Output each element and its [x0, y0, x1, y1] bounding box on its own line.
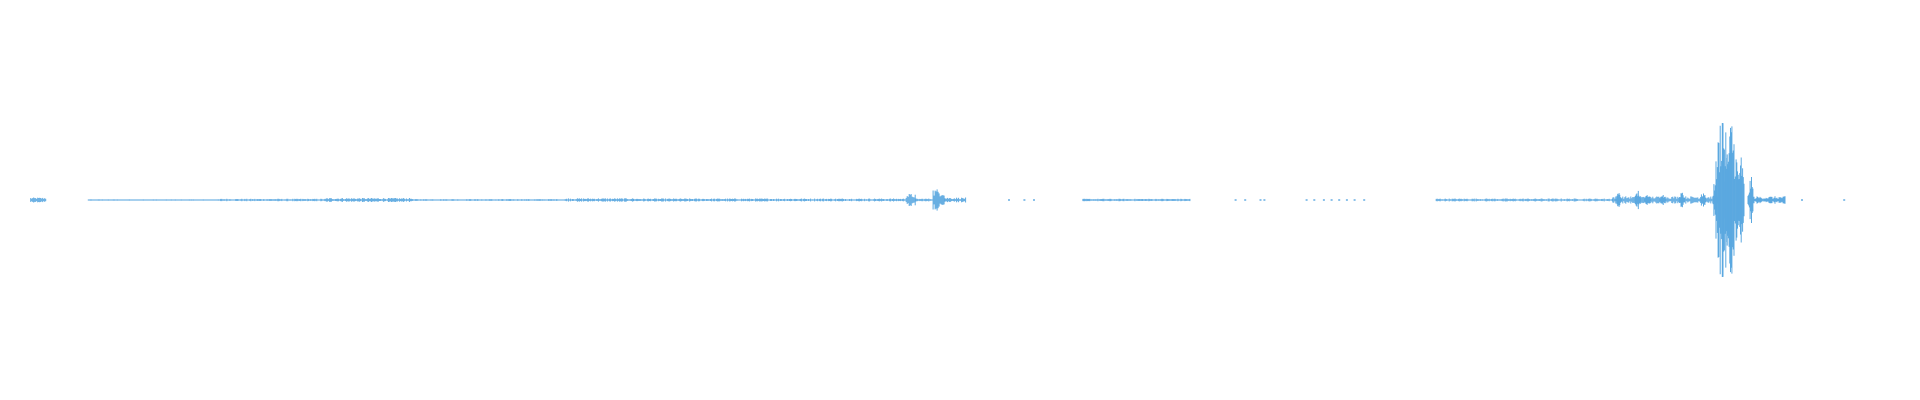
waveform-dot: [1322, 199, 1325, 201]
waveform-burst: [1678, 192, 1685, 208]
waveform-segment: [944, 197, 967, 203]
waveform-dot: [1338, 199, 1341, 201]
waveform-dot: [1353, 199, 1356, 201]
waveform-burst: [1659, 195, 1666, 205]
waveform-dot: [1843, 199, 1846, 201]
waveform-segment: [412, 199, 567, 201]
waveform-segment: [30, 197, 47, 203]
waveform-segment: [905, 194, 916, 206]
waveform-dot: [1313, 199, 1316, 201]
waveform-dot: [1008, 199, 1010, 201]
waveform-burst: [1634, 190, 1641, 210]
waveform-burst: [1737, 157, 1745, 243]
waveform-segment: [1082, 198, 1191, 202]
waveform-burst: [1615, 193, 1622, 207]
waveform-segment: [565, 198, 634, 202]
waveform-dot: [1330, 199, 1333, 201]
waveform-dot: [1363, 199, 1366, 201]
waveform-tail: [1750, 196, 1786, 204]
waveform-segment: [220, 198, 327, 202]
waveform-dot: [1305, 199, 1308, 201]
waveform-segment: [325, 198, 413, 202]
waveform-dot: [1023, 199, 1026, 201]
waveform-segment: [915, 198, 934, 202]
waveform-dot: [1259, 199, 1262, 201]
waveform-segment: [932, 189, 945, 211]
waveform-dot: [1263, 199, 1266, 201]
waveform-dot: [1801, 199, 1803, 201]
waveform-dot: [1234, 199, 1237, 201]
waveform-burst: [1699, 193, 1707, 207]
waveform-burst: [1643, 195, 1651, 205]
waveform-segment: [633, 198, 907, 202]
waveform-burst: [1722, 126, 1741, 274]
waveform-dot: [1345, 199, 1348, 201]
waveform-dot: [1244, 199, 1247, 201]
waveform-segment: [1435, 198, 1613, 202]
waveform-segment: [87, 199, 221, 201]
waveform-dot: [1033, 199, 1035, 201]
